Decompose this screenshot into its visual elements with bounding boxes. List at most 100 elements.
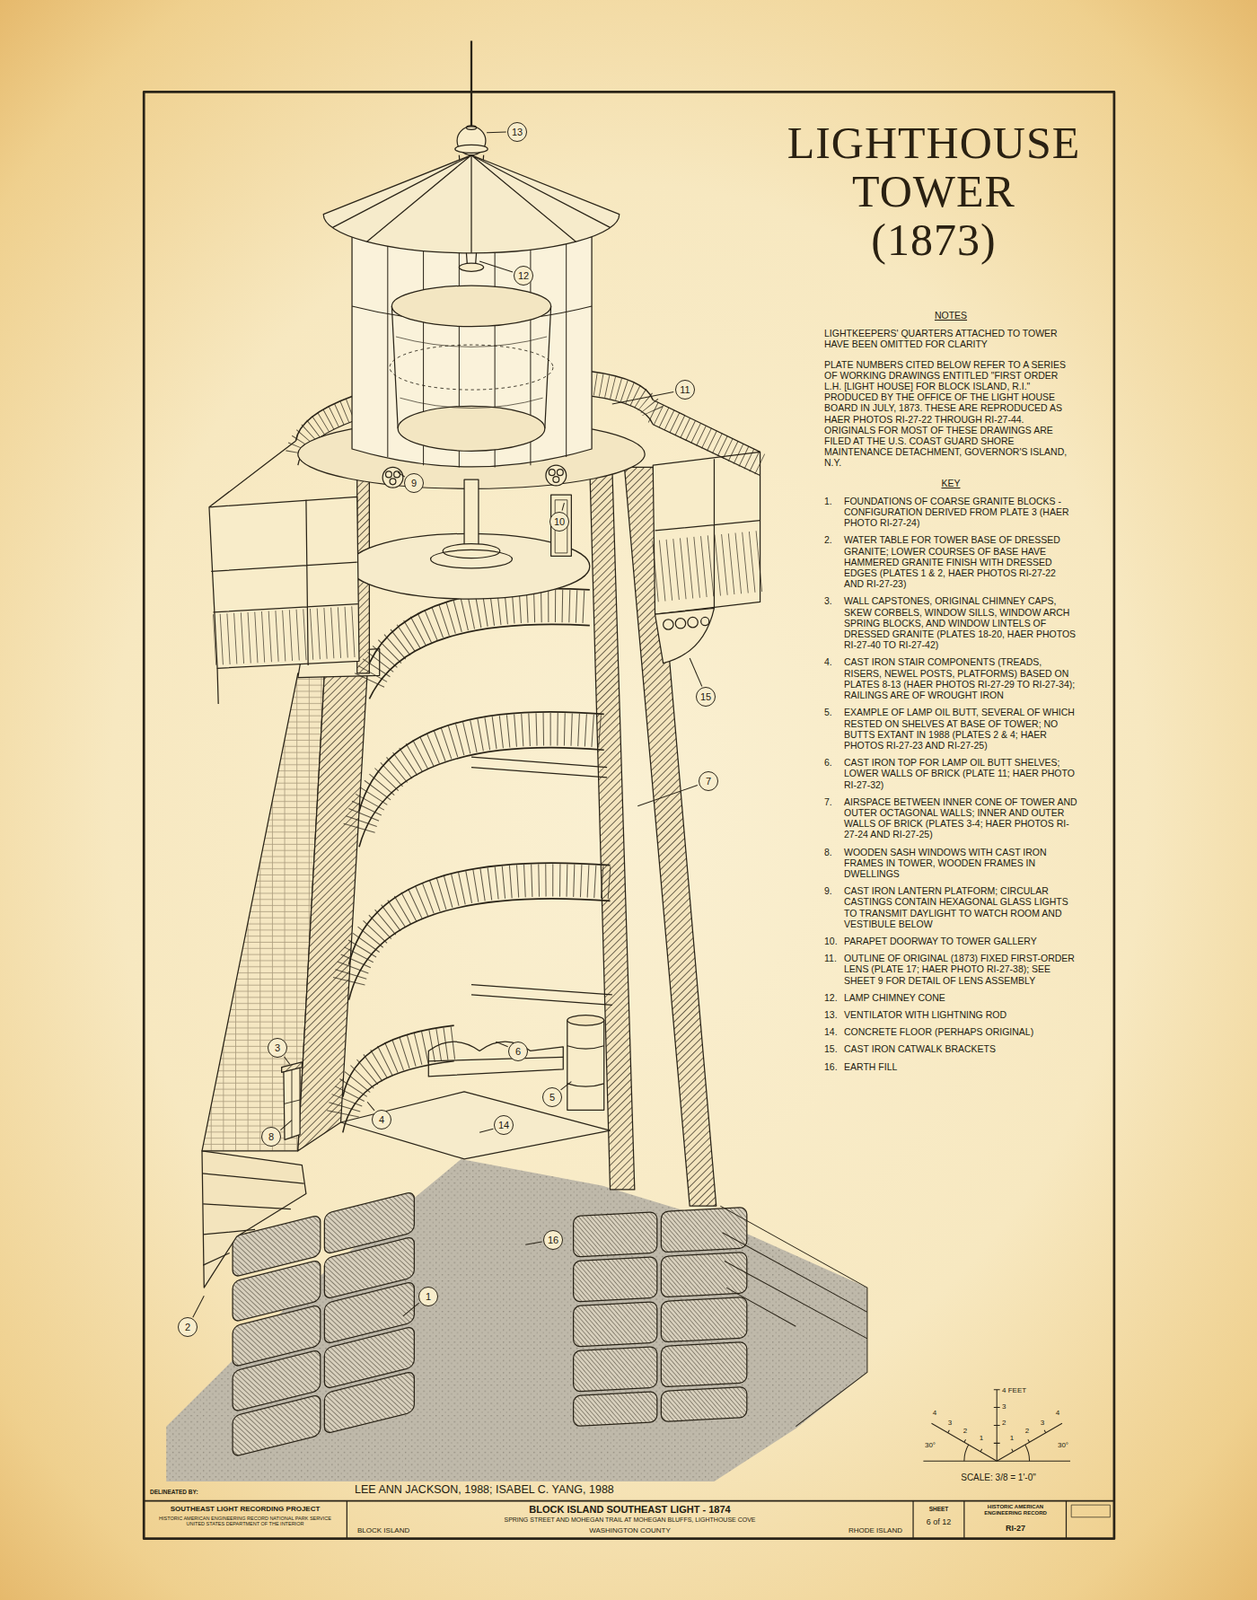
callout-circle: 16 bbox=[543, 1230, 563, 1250]
title-block-text: WASHINGTON COUNTY bbox=[490, 1526, 770, 1535]
callout-circle: 4 bbox=[371, 1109, 392, 1130]
title-block-cell: SOUTHEAST LIGHT RECORDING PROJECTHISTORI… bbox=[143, 1501, 347, 1539]
scale-label: 4 bbox=[1055, 1409, 1060, 1418]
key-text: EXAMPLE OF LAMP OIL BUTT, SEVERAL OF WHI… bbox=[843, 706, 1078, 751]
callout-circle: 5 bbox=[542, 1087, 563, 1108]
key-number: 13. bbox=[824, 1009, 844, 1020]
callout-number: 11 bbox=[679, 384, 690, 396]
leader-lines bbox=[193, 131, 703, 1318]
title-block-text: BLOCK ISLAND bbox=[357, 1526, 410, 1535]
key-row: 14.CONCRETE FLOOR (PERHAPS ORIGINAL) bbox=[824, 1026, 1078, 1038]
callout-number: 3 bbox=[274, 1042, 281, 1054]
key-text: CAST IRON CATWALK BRACKETS bbox=[843, 1043, 1078, 1055]
key-text: WATER TABLE FOR TOWER BASE OF DRESSED GR… bbox=[843, 534, 1078, 589]
key-number: 12. bbox=[824, 992, 844, 1003]
key-row: 6.CAST IRON TOP FOR LAMP OIL BUTT SHELVE… bbox=[824, 756, 1078, 791]
title-block-cell: BLOCK ISLAND SOUTHEAST LIGHT - 1874SPRIN… bbox=[346, 1501, 914, 1539]
key-number: 15. bbox=[824, 1043, 844, 1055]
callout-number: 8 bbox=[268, 1131, 274, 1143]
key-row: 16.EARTH FILL bbox=[824, 1061, 1078, 1073]
callout-number: 16 bbox=[547, 1234, 559, 1246]
scale-label: 3 bbox=[948, 1419, 952, 1428]
key-text: EARTH FILL bbox=[843, 1061, 1078, 1073]
key-number: 10. bbox=[824, 935, 844, 947]
ventilator bbox=[455, 40, 488, 155]
key-number: 6. bbox=[824, 756, 844, 791]
sheet-title: LIGHTHOUSE TOWER (1873) bbox=[781, 118, 1087, 264]
oil-butt-shelf bbox=[428, 1041, 563, 1077]
key-text: AIRSPACE BETWEEN INNER CONE OF TOWER AND… bbox=[843, 796, 1078, 841]
callout-number: 6 bbox=[515, 1046, 521, 1057]
scale-label: 4 FEET bbox=[1002, 1387, 1027, 1396]
callout-number: 2 bbox=[184, 1321, 191, 1333]
callout-number: 9 bbox=[411, 477, 417, 489]
callout-number: 14 bbox=[498, 1119, 510, 1131]
callout-circle: 12 bbox=[513, 265, 534, 286]
title-block-text: BLOCK ISLAND SOUTHEAST LIGHT - 1874 bbox=[355, 1503, 905, 1516]
key-row: 12.LAMP CHIMNEY CONE bbox=[824, 992, 1078, 1003]
key-number: 2. bbox=[824, 534, 844, 589]
lamp-oil-butt bbox=[567, 1015, 605, 1111]
title-block-text: RI-27 bbox=[968, 1523, 1063, 1533]
callout-circle: 2 bbox=[177, 1317, 198, 1337]
drawing bbox=[143, 40, 1115, 1539]
title-block-text: SHEET bbox=[914, 1505, 963, 1512]
pedestal bbox=[430, 479, 513, 569]
delineator-text: DELINEATED BY: bbox=[149, 1488, 199, 1495]
key-text: LAMP CHIMNEY CONE bbox=[843, 992, 1078, 1003]
key-row: 9.CAST IRON LANTERN PLATFORM; CIRCULAR C… bbox=[824, 885, 1078, 930]
spiral-stair bbox=[342, 588, 613, 1134]
key-number: 8. bbox=[824, 846, 844, 880]
key-row: 7.AIRSPACE BETWEEN INNER CONE OF TOWER A… bbox=[824, 796, 1078, 841]
key-text: CAST IRON LANTERN PLATFORM; CIRCULAR CAS… bbox=[843, 885, 1078, 930]
key-row: 5.EXAMPLE OF LAMP OIL BUTT, SEVERAL OF W… bbox=[824, 706, 1078, 751]
callout-circle: 13 bbox=[507, 122, 528, 142]
scale-label: 1 bbox=[979, 1434, 984, 1443]
callout-number: 13 bbox=[511, 126, 523, 138]
callout-number: 15 bbox=[700, 691, 712, 703]
left-gallery bbox=[209, 440, 360, 704]
callout-number: 1 bbox=[425, 1291, 431, 1302]
callout-number: 7 bbox=[705, 775, 712, 787]
note-paragraph: PLATE NUMBERS CITED BELOW REFER TO A SER… bbox=[824, 359, 1078, 469]
callout-circle: 3 bbox=[267, 1037, 288, 1058]
key-text: WALL CAPSTONES, ORIGINAL CHIMNEY CAPS, S… bbox=[843, 595, 1078, 651]
title-block-text: HISTORIC AMERICAN ENGINEERING RECORD NAT… bbox=[150, 1515, 340, 1528]
callout-number: 12 bbox=[518, 270, 529, 282]
key-text: CONCRETE FLOOR (PERHAPS ORIGINAL) bbox=[843, 1026, 1078, 1038]
delineator-text: LEE ANN JACKSON, 1988; ISABEL C. YANG, 1… bbox=[354, 1484, 615, 1497]
key-text: FOUNDATIONS OF COARSE GRANITE BLOCKS - C… bbox=[843, 495, 1078, 529]
key-number: 11. bbox=[824, 952, 844, 986]
scale-label: 30° bbox=[924, 1441, 936, 1451]
callout-number: 4 bbox=[378, 1114, 385, 1126]
title-block-cell: SHEET 6 of 12 bbox=[913, 1501, 965, 1539]
key-text: VENTILATOR WITH LIGHTNING ROD bbox=[843, 1009, 1078, 1020]
notes-heading: NOTES bbox=[824, 309, 1078, 321]
key-row: 15.CAST IRON CATWALK BRACKETS bbox=[824, 1043, 1078, 1055]
key-number: 1. bbox=[824, 495, 844, 529]
callout-circle: 11 bbox=[675, 379, 695, 400]
granite-foundation bbox=[232, 1191, 748, 1458]
callout-circle: 1 bbox=[418, 1286, 439, 1307]
callout-circle: 7 bbox=[698, 771, 719, 792]
title-block-text: SPRING STREET AND MOHEGAN TRAIL AT MOHEG… bbox=[355, 1516, 905, 1524]
title-block-cell: HISTORIC AMERICAN ENGINEERING RECORDRI-2… bbox=[964, 1501, 1067, 1539]
scale-label: 2 bbox=[1025, 1427, 1029, 1436]
key-number: 16. bbox=[824, 1061, 844, 1073]
key-row: 10.PARAPET DOORWAY TO TOWER GALLERY bbox=[824, 935, 1078, 947]
title-block-text: 6 of 12 bbox=[914, 1517, 963, 1527]
callout-number: 10 bbox=[553, 516, 565, 528]
key-number: 4. bbox=[824, 656, 844, 701]
key-text: OUTLINE OF ORIGINAL (1873) FIXED FIRST-O… bbox=[843, 952, 1078, 986]
catwalk-brackets bbox=[655, 607, 715, 663]
key-row: 2.WATER TABLE FOR TOWER BASE OF DRESSED … bbox=[824, 534, 1078, 589]
scale-label: 2 bbox=[1002, 1419, 1006, 1428]
key-number: 5. bbox=[824, 706, 844, 751]
callout-circle: 10 bbox=[549, 511, 570, 532]
first-order-lens bbox=[389, 285, 554, 451]
key-number: 14. bbox=[824, 1026, 844, 1038]
key-row: 3.WALL CAPSTONES, ORIGINAL CHIMNEY CAPS,… bbox=[824, 595, 1078, 651]
scale-label: 1 bbox=[1010, 1434, 1014, 1443]
notes-heading: KEY bbox=[824, 477, 1078, 489]
